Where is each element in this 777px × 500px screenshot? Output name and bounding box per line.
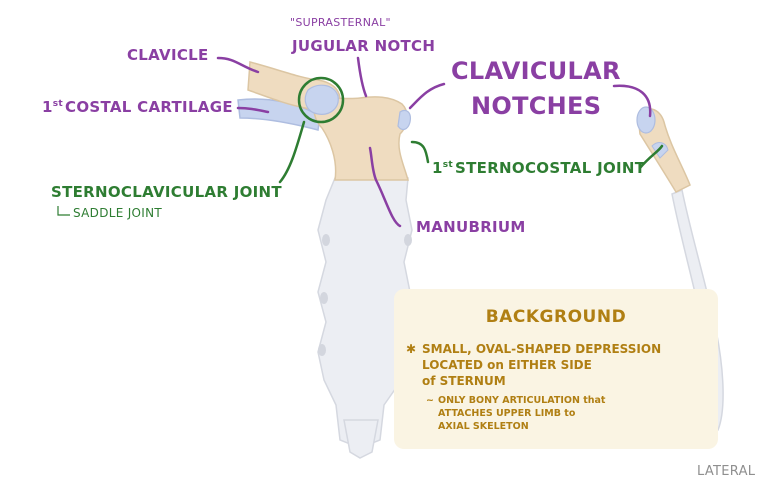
manubrium-bone — [313, 96, 409, 181]
clavicle-label: CLAVICLE — [127, 46, 209, 64]
lateral-costal-cartilage — [651, 142, 669, 159]
sternoclavicular-joint-label: STERNOCLAVICULAR JOINT — [51, 183, 282, 201]
costal-cartilage-text: COSTAL CARTILAGE — [65, 98, 233, 116]
sternocostal-first-superscript: st — [442, 160, 454, 170]
suprasternal-label: "SUPRASTERNAL" — [290, 16, 391, 29]
green-leader-lines — [278, 120, 664, 184]
background-title: BACKGROUND — [485, 307, 627, 327]
lateral-clavicular-notch — [636, 106, 656, 134]
background-bullet: ✱ SMALL, OVAL-SHAPED DEPRESSION LOCATED … — [406, 341, 712, 389]
xiphoid-process — [343, 419, 379, 459]
sub-line-3: AXIAL SKELETON — [438, 421, 529, 432]
saddle-joint-connector — [57, 206, 70, 216]
bullet-line-1: SMALL, OVAL-SHAPED DEPRESSION — [422, 342, 662, 356]
left-clavicular-notch-cartilage — [304, 84, 339, 115]
clavicular-notches-label-line2: NOTCHES — [471, 92, 602, 120]
first-superscript: st — [52, 99, 64, 109]
first-number: 1 — [42, 98, 53, 116]
background-sub-bullet: ~ ONLY BONY ARTICULATION that ATTACHES U… — [426, 394, 708, 433]
sub-line-2: ATTACHES UPPER LIMB to — [438, 408, 576, 419]
sternocostal-joint-text: STERNOCOSTAL JOINT — [455, 159, 646, 177]
background-info-box: BACKGROUND ✱ SMALL, OVAL-SHAPED DEPRESSI… — [394, 289, 718, 449]
bullet-line-2: LOCATED on EITHER SIDE — [422, 358, 592, 372]
sternoclavicular-joint-circle — [297, 76, 345, 124]
purple-leader-lines — [216, 56, 652, 228]
saddle-joint-label: SADDLE JOINT — [73, 206, 163, 220]
jugular-notch-label: JUGULAR NOTCH — [292, 37, 436, 55]
lateral-view-label: LATERAL — [697, 464, 756, 479]
manubrium-label: MANUBRIUM — [416, 218, 526, 236]
clavicular-notches-label-line1: CLAVICULAR — [451, 57, 621, 85]
asterisk-icon: ✱ — [406, 342, 417, 356]
sub-line-1: ONLY BONY ARTICULATION that — [438, 395, 606, 406]
tilde-icon: ~ — [426, 395, 434, 406]
sternocostal-first-number: 1 — [432, 159, 443, 177]
bullet-line-3: of STERNUM — [422, 374, 506, 388]
right-clavicular-notch-cartilage — [397, 109, 411, 131]
lateral-sternum-body — [671, 188, 724, 431]
